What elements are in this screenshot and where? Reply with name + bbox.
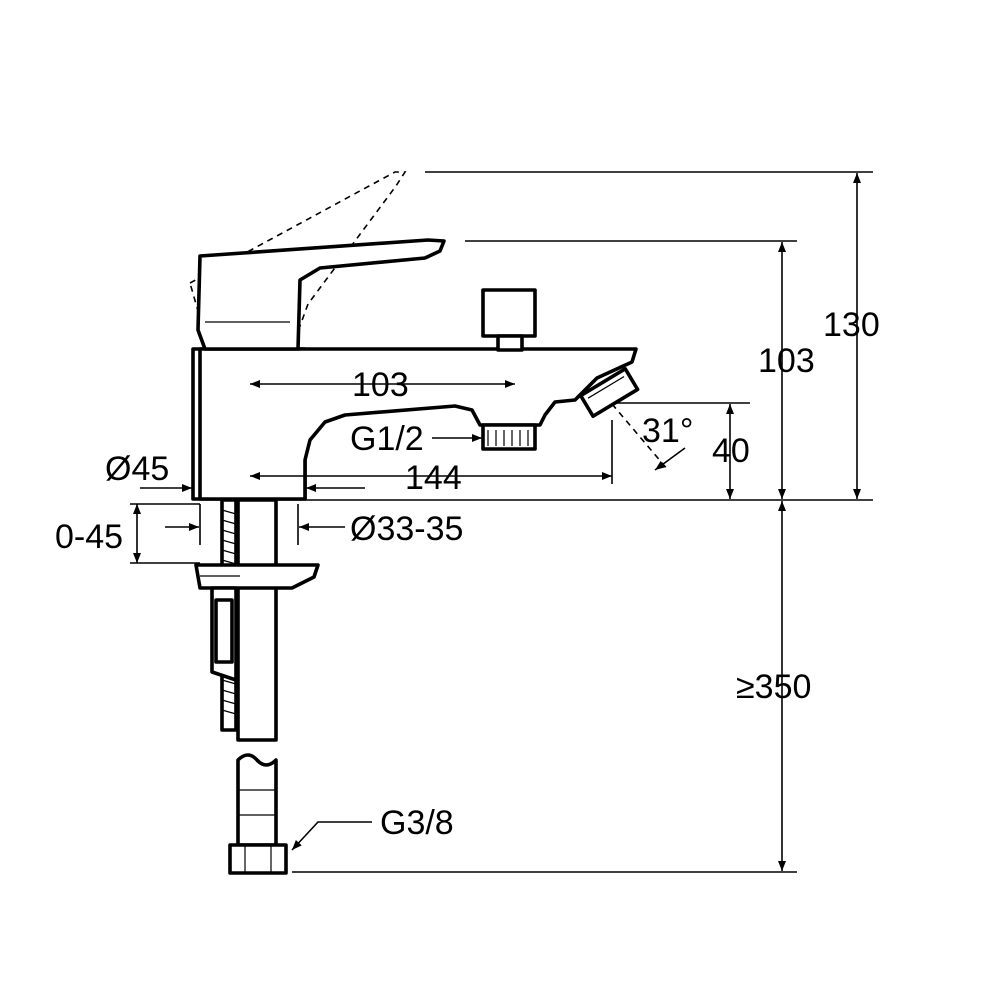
label-angle-31: 31°	[642, 412, 693, 450]
hex-nut-g38	[228, 843, 288, 875]
spout-outlet	[578, 367, 640, 418]
hose-lower	[236, 753, 278, 847]
label-height-103: 103	[758, 342, 815, 380]
label-height-130: 130	[823, 306, 880, 344]
dimension-labels: 103 G1/2 144 Ø45 Ø33-35 0-45 31° 40 103 …	[55, 306, 880, 842]
label-spout-144: 144	[405, 459, 462, 497]
diverter-stem	[496, 334, 524, 352]
supply-hose	[236, 498, 278, 742]
diverter-knob	[481, 288, 537, 338]
extension-lines	[130, 171, 873, 873]
lever-handle	[196, 238, 446, 351]
clamp-plate	[194, 563, 320, 590]
label-diameter-45: Ø45	[105, 450, 169, 488]
label-thread-g38: G3/8	[380, 804, 454, 842]
label-thread-g12: G1/2	[350, 420, 424, 458]
label-hose-350: ≥350	[736, 668, 811, 706]
label-deck-0-45: 0-45	[55, 518, 123, 556]
label-diameter-33-35: Ø33-35	[350, 510, 463, 548]
dimension-lines	[133, 173, 861, 871]
label-height-40: 40	[712, 432, 750, 470]
label-reach-103: 103	[352, 366, 409, 404]
hose-connector-g12	[481, 423, 537, 451]
mounting-set	[194, 498, 320, 875]
